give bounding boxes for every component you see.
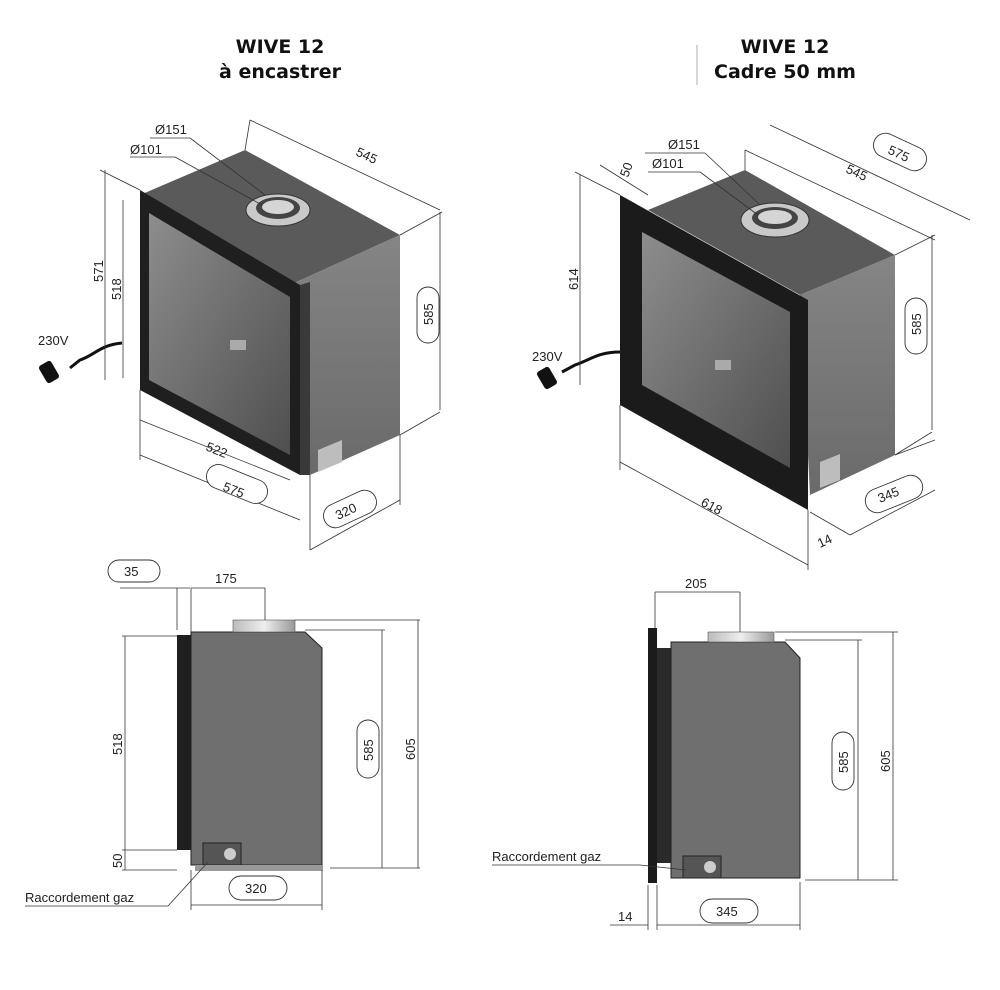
right-title-model: WIVE 12 xyxy=(740,36,830,58)
right-title: WIVE 12 Cadre 50 mm xyxy=(685,35,885,85)
left-iso-fireplace xyxy=(39,150,400,475)
right-dim-614: 614 xyxy=(566,268,581,290)
left-side-dims: 35 175 518 50 585 605 320 Raccordement g… xyxy=(25,559,420,910)
left-side-dim-518: 518 xyxy=(110,733,125,755)
left-dim-585: 585 xyxy=(421,303,436,325)
right-side-dims: 205 585 605 14 345 Raccordement gaz xyxy=(492,576,898,930)
right-dim-d101: Ø101 xyxy=(652,156,684,171)
left-dim-571: 571 xyxy=(91,260,106,282)
right-side-view xyxy=(648,628,801,883)
left-title-model: WIVE 12 xyxy=(235,36,325,58)
left-dim-522: 522 xyxy=(204,439,230,461)
left-power-cable xyxy=(69,341,123,370)
right-iso-dims: 545 575 614 50 585 618 345 14 Ø151 Ø101 … xyxy=(532,124,971,570)
left-side-dim-585: 585 xyxy=(361,739,376,761)
left-dim-518: 518 xyxy=(109,278,124,300)
right-power-cable xyxy=(561,350,621,374)
left-gas-label: Raccordement gaz xyxy=(25,890,134,905)
right-plug-icon xyxy=(537,366,557,390)
right-iso-glass xyxy=(642,232,790,468)
right-iso-fireplace xyxy=(537,170,895,510)
right-voltage: 230V xyxy=(532,349,563,364)
right-side-dim-585: 585 xyxy=(836,751,851,773)
left-iso-dims: 545 571 518 585 522 575 320 Ø151 Ø101 23… xyxy=(38,119,443,551)
left-dim-545: 545 xyxy=(354,144,380,167)
right-iso-side xyxy=(800,255,895,495)
left-side-dim-605: 605 xyxy=(403,738,418,760)
right-side-dim-205: 205 xyxy=(685,576,707,591)
left-side-body xyxy=(190,631,323,866)
left-iso-glass xyxy=(149,213,290,455)
left-dim-d151: Ø151 xyxy=(155,122,187,137)
right-side-frame xyxy=(648,628,657,883)
left-side-flue xyxy=(232,619,296,633)
left-iso-side xyxy=(290,235,400,475)
right-dim-d151: Ø151 xyxy=(668,137,700,152)
right-dim-585: 585 xyxy=(909,313,924,335)
left-title-variant: à encastrer xyxy=(219,61,341,83)
right-side-flue xyxy=(707,631,775,643)
right-title-variant: Cadre 50 mm xyxy=(714,61,856,83)
right-gas-label: Raccordement gaz xyxy=(492,849,601,864)
right-dim-14: 14 xyxy=(815,531,834,551)
left-side-dim-175: 175 xyxy=(215,571,237,586)
left-voltage: 230V xyxy=(38,333,69,348)
left-side-dim-320: 320 xyxy=(245,881,267,896)
left-side-front-frame xyxy=(177,635,191,850)
right-dim-545: 545 xyxy=(844,161,870,184)
left-plug-icon xyxy=(39,360,59,384)
left-side-dim-35: 35 xyxy=(124,564,138,579)
right-side-dim-14: 14 xyxy=(618,909,632,924)
left-side-dim-50: 50 xyxy=(110,854,125,868)
right-iso-gas-plate xyxy=(820,454,840,488)
right-dim-50: 50 xyxy=(617,160,636,179)
right-dim-618: 618 xyxy=(699,494,725,517)
left-title: WIVE 12 à encastrer xyxy=(180,35,380,85)
left-iso-gas-plate xyxy=(318,440,342,472)
left-dim-d101: Ø101 xyxy=(130,142,162,157)
right-side-dim-345: 345 xyxy=(716,904,738,919)
right-side-dim-605: 605 xyxy=(878,750,893,772)
left-side-view xyxy=(177,619,323,871)
right-side-body xyxy=(670,641,801,879)
